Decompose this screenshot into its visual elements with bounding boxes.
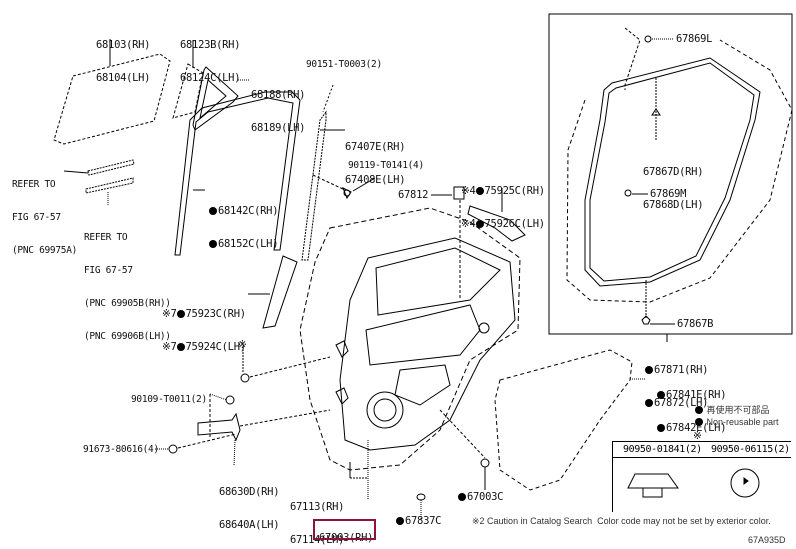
inset-box bbox=[548, 13, 793, 335]
non-reusable-dot-icon bbox=[695, 418, 703, 426]
non-reusable-dot-icon bbox=[176, 343, 185, 351]
hinge-upper bbox=[335, 340, 349, 358]
non-reusable-dot-icon bbox=[657, 424, 665, 432]
label-door-check[interactable]: 68630D(RH) 68640A(LH) bbox=[219, 486, 280, 531]
door-check-shape bbox=[197, 412, 241, 442]
non-reusable-dot-icon bbox=[396, 517, 404, 525]
clip-parts-table: 90950-01841(2) 90950-06115(2) bbox=[612, 441, 791, 512]
table-divider bbox=[613, 457, 791, 458]
weatherstrip-loop bbox=[584, 57, 761, 287]
non-reusable-dot-icon bbox=[645, 366, 653, 374]
non-reusable-dot-icon bbox=[176, 310, 185, 318]
label-clip-67867b[interactable]: 67867B bbox=[677, 318, 714, 330]
stripe-upper-shape bbox=[467, 205, 526, 242]
label-clip-67869l[interactable]: 67869L bbox=[676, 33, 713, 45]
door-shell bbox=[299, 207, 521, 471]
label-bolt-91673[interactable]: 91673-80616(4) bbox=[83, 444, 159, 455]
door-inner-panel bbox=[339, 237, 516, 451]
label-part-67003c[interactable]: 67003C bbox=[458, 492, 503, 503]
window-glass-shape bbox=[53, 53, 171, 145]
legend-en: Non-reusable part bbox=[695, 417, 779, 427]
non-reusable-dot-icon bbox=[458, 493, 466, 501]
service-hole-cover-shape bbox=[494, 349, 633, 491]
non-reusable-dot-icon bbox=[657, 391, 665, 399]
quarter-glass-shape bbox=[172, 63, 204, 119]
cap-90950-06115-icon bbox=[730, 468, 760, 498]
label-part-67837c[interactable]: 67837C bbox=[396, 516, 441, 527]
run-channel-shape bbox=[174, 91, 301, 256]
non-reusable-dot-icon bbox=[209, 207, 217, 215]
table-mark: ※ bbox=[693, 430, 702, 442]
label-service-hole-cover[interactable]: 67841E(RH) 67842E(LH) bbox=[657, 368, 727, 456]
label-quarter-weatherstrip[interactable]: 68188(RH) 68189(LH) bbox=[251, 89, 306, 134]
division-bar-shape bbox=[301, 110, 327, 261]
non-reusable-dot-icon bbox=[695, 406, 703, 414]
label-screw-90119[interactable]: 90119-T0141(4) bbox=[348, 160, 424, 171]
non-reusable-dot-icon bbox=[645, 399, 653, 407]
label-hinge[interactable]: 67113(RH) 67114(LH) bbox=[290, 501, 345, 546]
belt-molding-upper bbox=[87, 159, 135, 176]
label-clip-90151[interactable]: 90151-T0003(2) bbox=[306, 59, 382, 70]
label-clip-67869m[interactable]: 67869M bbox=[650, 188, 687, 200]
non-reusable-dot-icon bbox=[475, 220, 484, 228]
hinge-lower bbox=[335, 387, 349, 405]
label-refer-belt-molding[interactable]: REFER TO FIG 67-57 (PNC 69975A) bbox=[12, 179, 78, 256]
label-quarter-glass[interactable]: 68123B(RH) 68124C(LH) bbox=[180, 39, 241, 84]
label-bolt-90109[interactable]: 90109-T0011(2) bbox=[131, 394, 207, 405]
clip-90950-01841-icon bbox=[627, 473, 679, 498]
label-refer-moldings[interactable]: REFER TO FIG 67-57 (PNC 69905B(RH)) (PNC… bbox=[84, 232, 171, 342]
stripe-lower-shape bbox=[262, 255, 298, 329]
belt-molding-lower bbox=[85, 177, 134, 194]
label-window-glass[interactable]: 68103(RH) 68104(LH) bbox=[96, 39, 151, 84]
label-part-67812[interactable]: 67812 bbox=[398, 189, 429, 201]
label-weatherstrip-2[interactable]: 67871(RH) 67872(LH) bbox=[645, 343, 709, 431]
highlighted-part-67004[interactable] bbox=[313, 519, 376, 540]
non-reusable-dot-icon bbox=[475, 187, 484, 195]
label-division-bar[interactable]: 67407E(RH) 67408E(LH) bbox=[345, 141, 406, 186]
label-asterisk-clip[interactable]: ※ bbox=[238, 339, 247, 351]
non-reusable-dot-icon bbox=[209, 240, 217, 248]
label-weatherstrip[interactable]: 67867D(RH) 67868D(LH) bbox=[643, 166, 704, 211]
legend-jp: 再使用不可部品 bbox=[695, 403, 770, 416]
part-67812-shape bbox=[453, 186, 465, 200]
label-run-channel[interactable]: 68142C(RH) 68152C(LH) bbox=[209, 184, 279, 272]
table-header-90950-06115[interactable]: 90950-06115(2) bbox=[711, 444, 790, 455]
table-header-90950-01841[interactable]: 90950-01841(2) bbox=[623, 444, 702, 455]
diagram-code: 67A935D bbox=[748, 535, 786, 545]
footnote: ※2 Caution in Catalog Search Color code … bbox=[472, 516, 771, 526]
